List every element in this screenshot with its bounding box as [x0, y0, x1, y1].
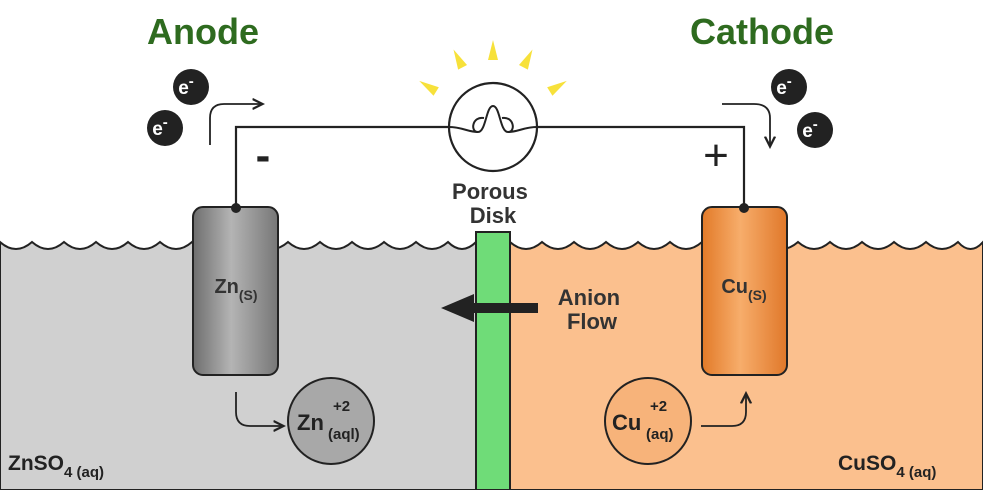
external-wire-right: [537, 125, 746, 207]
negative-sign: -: [256, 131, 271, 180]
wire-junction-left: [231, 203, 241, 213]
zinc-ion-state: (aql): [328, 426, 360, 443]
anion-flow-line2: Flow: [567, 309, 618, 334]
electron-charge: -: [163, 114, 168, 131]
copper-ion-circle: [604, 377, 692, 465]
zinc-ion-label: Zn +2 (aql): [297, 398, 360, 443]
znso4-formula: ZnSO: [8, 452, 64, 475]
znso4-label: ZnSO4 (aq): [8, 452, 104, 481]
external-wire-left: [234, 125, 449, 207]
svg-text:e-: e-: [802, 116, 818, 142]
zinc-electrode-state: (S): [239, 287, 258, 303]
light-bulb-icon: [447, 81, 539, 173]
copper-electrode-state: (S): [748, 287, 767, 303]
anion-flow-line1: Anion: [558, 285, 620, 310]
porous-disk-label: Porous Disk: [452, 179, 534, 228]
znso4-state: 4 (aq): [64, 464, 104, 481]
copper-ion-label: Cu +2 (aq): [612, 398, 674, 443]
positive-sign: +: [703, 131, 729, 180]
electron-charge: -: [813, 116, 818, 133]
copper-ion-state: (aq): [646, 426, 674, 443]
porous-disk-line1: Porous: [452, 179, 528, 204]
anion-flow-arrow: [441, 294, 538, 322]
copper-ion-flow-arrow: [701, 396, 746, 427]
zinc-ion-flow-arrow: [235, 392, 281, 426]
cuso4-state: 4 (aq): [896, 464, 936, 481]
zinc-ion-charge: +2: [333, 398, 350, 415]
anion-flow-label: Anion Flow: [558, 285, 626, 334]
electron-flow-arrow-left: [209, 104, 260, 145]
light-rays-icon: [419, 40, 567, 96]
zinc-electrode-label: Zn(S): [214, 276, 257, 303]
copper-ion-symbol: Cu: [612, 410, 641, 435]
zinc-ion-symbol: Zn: [297, 410, 324, 435]
electron-anode-top: e-: [173, 69, 209, 105]
wire-junction-right: [739, 203, 749, 213]
electron-cathode-bottom: e-: [797, 112, 833, 148]
svg-text:e-: e-: [776, 73, 792, 99]
cathode-title: Cathode: [690, 11, 834, 52]
electron-symbol: e: [152, 119, 163, 140]
copper-electrode-label: Cu(S): [721, 276, 766, 303]
cuso4-formula: CuSO: [838, 452, 896, 475]
electron-symbol: e: [802, 121, 813, 142]
porous-disk-bar: [475, 231, 511, 490]
electron-flow-arrow-right: [722, 103, 770, 144]
zinc-electrode-symbol: Zn: [214, 276, 238, 298]
electron-charge: -: [787, 73, 792, 90]
electron-symbol: e: [178, 78, 189, 99]
electron-charge: -: [189, 73, 194, 90]
electron-symbol: e: [776, 78, 787, 99]
copper-electrode-symbol: Cu: [721, 276, 748, 298]
svg-text:e-: e-: [152, 114, 168, 140]
copper-ion-charge: +2: [650, 398, 667, 415]
zinc-ion-circle: [287, 377, 375, 465]
porous-disk-line2: Disk: [470, 203, 517, 228]
electron-cathode-top: e-: [771, 69, 807, 105]
electron-anode-bottom: e-: [147, 110, 183, 146]
anode-title: Anode: [147, 11, 259, 52]
cuso4-label: CuSO4 (aq): [838, 452, 936, 481]
svg-text:e-: e-: [178, 73, 194, 99]
